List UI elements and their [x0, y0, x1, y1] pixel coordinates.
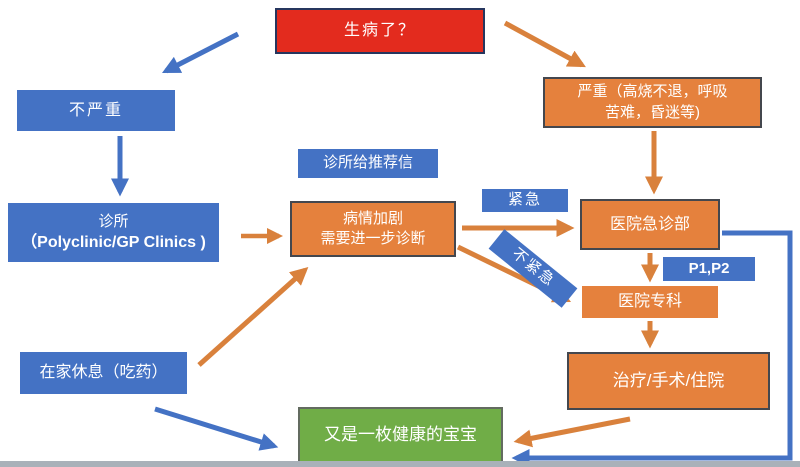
node-clinic-line1: 诊所: [98, 212, 129, 230]
node-treatment-label: 治疗/手术/住院: [612, 370, 725, 390]
node-sick-label: 生病了？: [343, 22, 416, 40]
node-healthy-again: 又是一枚健康的宝宝: [298, 407, 503, 463]
node-not-serious: 不严重: [17, 90, 175, 131]
node-emergency-label: 医院急诊部: [609, 215, 690, 233]
node-clinic-line2: （Polyclinic/GP Clinics ): [21, 233, 206, 251]
label-p1p2-text: P1,P2: [688, 259, 730, 277]
label-urgent-text: 紧急: [507, 191, 542, 209]
node-serious-line2: 苦难，昏迷等): [605, 103, 700, 121]
node-referral-letter: 诊所给推荐信: [298, 149, 438, 178]
node-worsen-line2: 需要进一步诊断: [320, 230, 426, 247]
node-worsen-line1: 病情加剧: [342, 209, 403, 227]
node-clinic: 诊所 （Polyclinic/GP Clinics ): [8, 203, 219, 262]
node-hospital-specialist: 医院专科: [582, 286, 718, 318]
arrow-rest-to-worsen: [197, 266, 309, 367]
label-urgent: 紧急: [482, 189, 568, 212]
node-treatment-surgery-hospitalization: 治疗/手术/住院: [567, 352, 770, 410]
node-sick: 生病了？: [275, 8, 485, 54]
bottom-gray-strip: [0, 461, 800, 467]
node-serious-line1: 严重（高烧不退，呼吸: [577, 83, 728, 101]
label-p1p2: P1,P2: [663, 257, 755, 281]
node-hospital-emergency: 医院急诊部: [580, 199, 720, 250]
node-specialist-label: 医院专科: [617, 293, 682, 311]
arrow-sick-to-not-serious: [161, 31, 240, 74]
node-healthy-label: 又是一枚健康的宝宝: [324, 424, 477, 444]
node-serious: 严重（高烧不退，呼吸 苦难，昏迷等): [543, 77, 762, 128]
node-referral-label: 诊所给推荐信: [322, 154, 413, 172]
node-rest-at-home: 在家休息（吃药）: [20, 352, 187, 394]
node-not-serious-label: 不严重: [68, 101, 123, 119]
arrow-treatment-to-healthy: [513, 416, 631, 448]
node-condition-worsens: 病情加剧 需要进一步诊断: [290, 201, 456, 257]
arrow-emergency-to-healthy-elbow: [511, 230, 793, 467]
arrow-rest-to-healthy: [154, 406, 279, 451]
node-rest-home-label: 在家休息（吃药）: [39, 364, 168, 382]
arrow-sick-to-serious: [503, 20, 586, 68]
